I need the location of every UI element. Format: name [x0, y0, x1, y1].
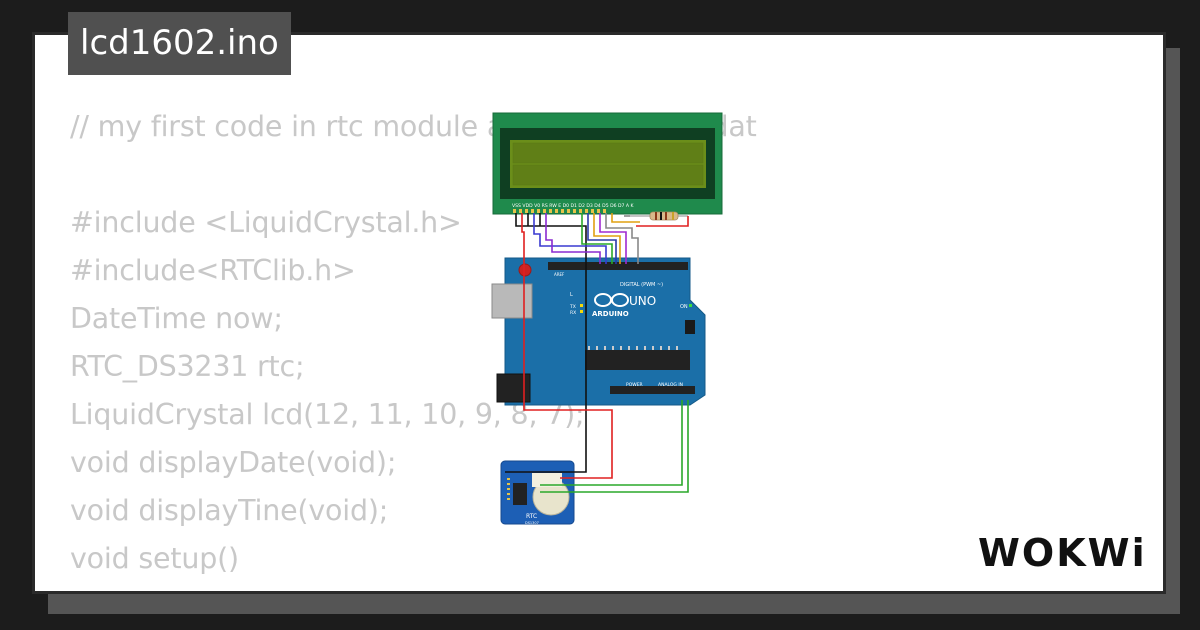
atmega-chip [585, 350, 690, 370]
code-line: { [70, 583, 757, 591]
on-label: ON [680, 304, 688, 310]
rtc-module: RTC DS1307 [500, 460, 575, 525]
rtc-chip-label: DS1307 [525, 521, 539, 525]
rtc-chip-icon [513, 483, 527, 505]
power-jack [496, 373, 531, 403]
analog-label: ANALOG IN [658, 382, 683, 388]
lcd-pin-labels: VSS VDD V0 RS RW E D0 D1 D2 D3 D4 D5 D6 … [512, 203, 635, 209]
code-line: DateTime now; [70, 302, 283, 335]
rx-label: RX [570, 310, 576, 316]
code-line: void displayDate(void); [70, 446, 397, 479]
tx-label: TX [569, 304, 576, 310]
arduino-logo-icon [594, 293, 629, 307]
arduino-model: UNO [629, 294, 656, 308]
power-label: POWER [626, 382, 643, 388]
resistor [630, 211, 688, 221]
code-line: #include<RTClib.h> [70, 254, 356, 287]
wires [505, 213, 689, 493]
digital-label: DIGITAL (PWM ~) [620, 282, 663, 288]
wokwi-logo-text: WOKWi [978, 531, 1147, 575]
lcd-1602-module: VSS VDD V0 RS RW E D0 D1 D2 D3 D4 D5 D6 … [492, 112, 723, 215]
code-line: LiquidCrystal lcd(12, 11, 10, 9, 8, 7); [70, 398, 585, 431]
reset-button [518, 263, 532, 277]
arduino-brand: ARDUINO [592, 310, 629, 318]
wokwi-logo: WOKWi [978, 531, 1147, 575]
rtc-label: RTC [526, 513, 537, 520]
code-line: RTC_DS3231 rtc; [70, 350, 305, 383]
arduino-uno-board: UNO ARDUINO DIGITAL (PWM ~) POWER ANALOG… [491, 257, 706, 406]
file-title: lcd1602.ino [68, 12, 291, 75]
code-line: void setup() [70, 542, 239, 575]
code-line: #include <LiquidCrystal.h> [70, 206, 462, 239]
code-line: void displayTine(void); [70, 494, 389, 527]
aref-label: AREF [554, 272, 565, 277]
l-label: L [570, 292, 573, 298]
usb-port [491, 283, 533, 319]
